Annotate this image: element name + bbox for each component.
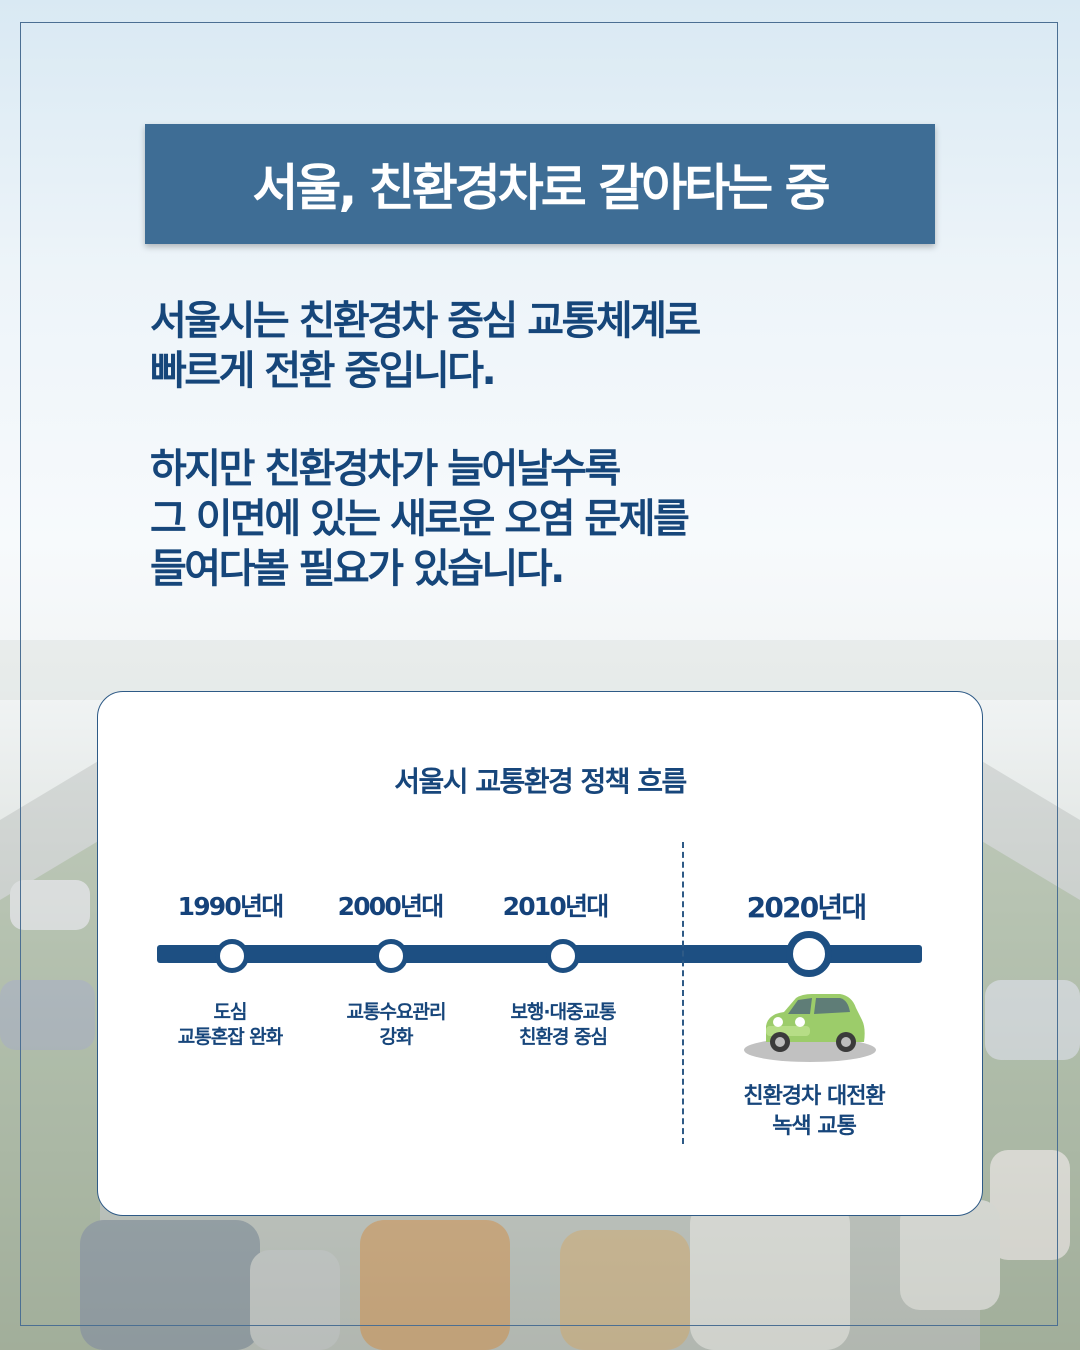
concern-line: 그 이면에 있는 새로운 오염 문제를 xyxy=(150,496,690,542)
intro-paragraph: 서울시는 친환경차 중심 교통체계로 빠르게 전환 중입니다. xyxy=(150,296,701,396)
timeline-node xyxy=(546,939,580,973)
timeline-desc: 도심 교통혼잡 완화 xyxy=(130,1000,330,1050)
timeline-node-current xyxy=(786,931,832,977)
green-electric-car-icon xyxy=(744,994,876,1062)
title-banner: 서울, 친환경차로 갈아타는 중 xyxy=(145,124,935,244)
timeline-desc-line: 강화 xyxy=(379,1026,414,1048)
timeline-desc: 친환경차 대전환 녹색 교통 xyxy=(694,1082,934,1142)
concern-paragraph: 하지만 친환경차가 늘어날수록 그 이면에 있는 새로운 오염 문제를 들여다볼… xyxy=(150,444,690,594)
timeline-node xyxy=(374,939,408,973)
timeline-desc-line: 교통혼잡 완화 xyxy=(177,1026,284,1048)
timeline-desc-line: 보행·대중교통 xyxy=(510,1001,616,1023)
timeline-era: 1990년대 xyxy=(177,892,285,921)
timeline-desc-line: 친환경 중심 xyxy=(518,1026,608,1048)
page-frame xyxy=(20,22,1058,1326)
page-title: 서울, 친환경차로 갈아타는 중 xyxy=(252,159,830,217)
timeline-divider xyxy=(682,842,684,1144)
timeline-era: 2000년대 xyxy=(337,892,445,921)
timeline-title: 서울시 교통환경 정책 흐름 xyxy=(394,765,687,798)
timeline-desc-line: 도심 xyxy=(213,1001,248,1023)
intro-line: 빠르게 전환 중입니다. xyxy=(150,348,497,394)
timeline-desc: 보행·대중교통 친환경 중심 xyxy=(463,1000,663,1050)
timeline-era: 2020년대 xyxy=(746,891,867,924)
timeline-desc: 교통수요관리 강화 xyxy=(296,1000,496,1050)
timeline-node xyxy=(215,939,249,973)
timeline-desc-line: 친환경차 대전환 xyxy=(743,1084,885,1109)
timeline-bar xyxy=(157,945,922,963)
concern-line: 하지만 친환경차가 늘어날수록 xyxy=(150,446,621,492)
intro-line: 서울시는 친환경차 중심 교통체계로 xyxy=(150,298,701,344)
timeline-desc-line: 교통수요관리 xyxy=(346,1001,447,1023)
timeline-desc-line: 녹색 교통 xyxy=(772,1114,857,1139)
timeline-era: 2010년대 xyxy=(502,892,610,921)
concern-line: 들여다볼 필요가 있습니다. xyxy=(150,546,565,592)
